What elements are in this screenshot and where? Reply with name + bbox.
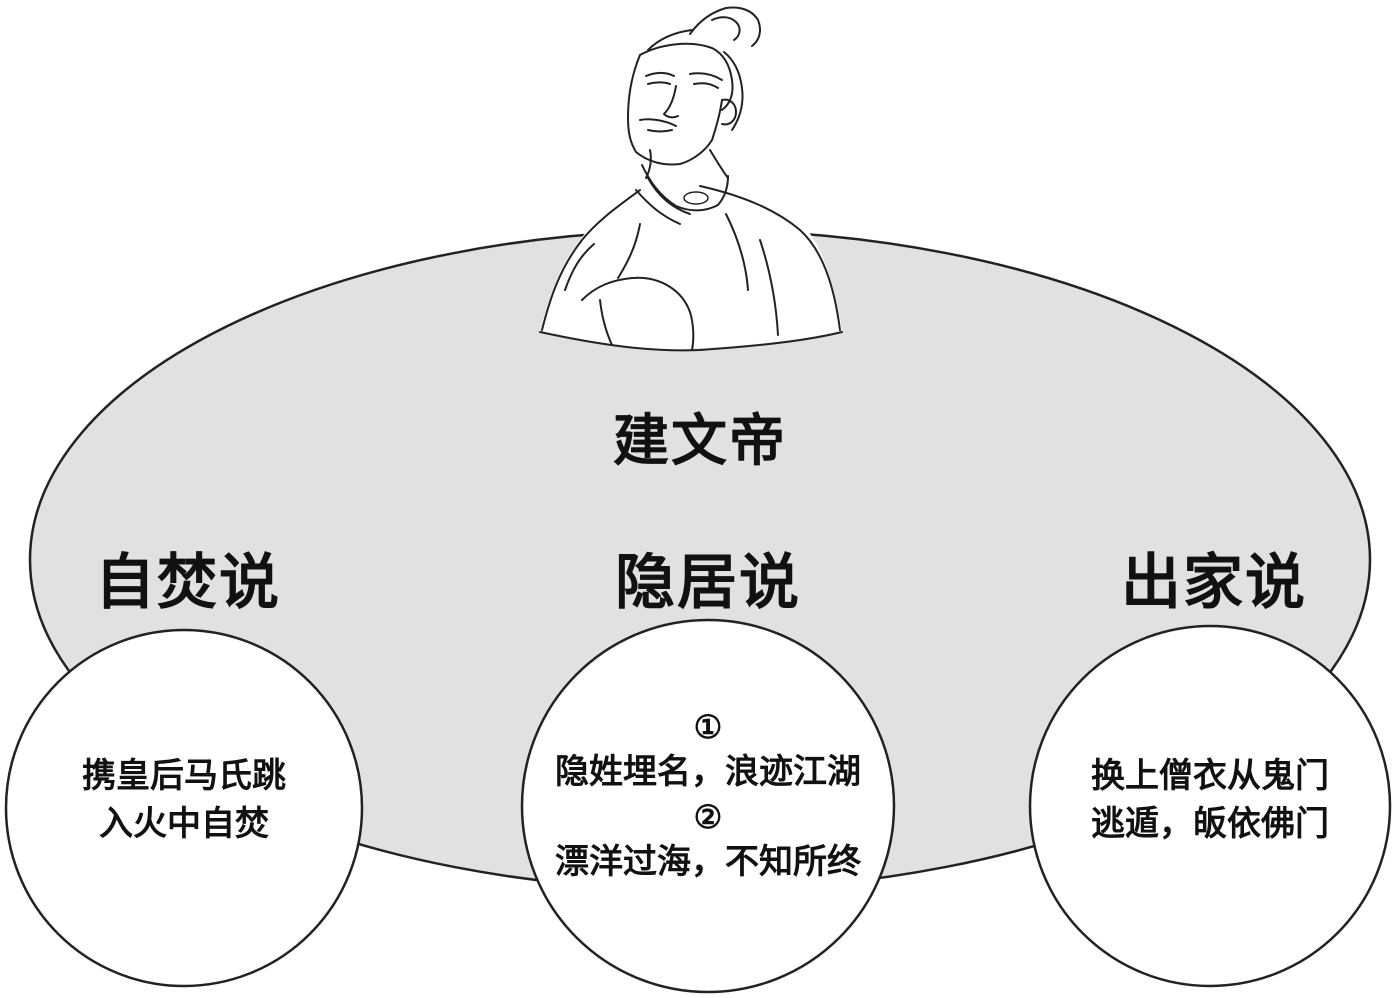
item-marker-2: ② xyxy=(693,798,723,836)
item-marker-1: ① xyxy=(693,708,723,746)
theory-heading-seclusion: 隐居说 xyxy=(615,548,801,618)
self-immolation-circle xyxy=(4,628,364,988)
emperor-portrait-illustration xyxy=(539,6,843,352)
seclusion-description: ① 隐姓埋名，浪迹江湖 ② 漂洋过海，不知所终 xyxy=(528,706,888,886)
monk-circle xyxy=(1028,624,1392,988)
description-line: 逃遁，皈依佛门 xyxy=(1091,804,1329,844)
seclusion-circle xyxy=(520,618,896,994)
theory-heading-monk: 出家说 xyxy=(1121,548,1307,618)
theory-heading-self-immolation: 自焚说 xyxy=(95,548,281,618)
monk-description: 换上僧衣从鬼门 逃遁，皈依佛门 xyxy=(1050,752,1370,848)
self-immolation-description: 携皇后马氏跳 入火中自焚 xyxy=(34,752,334,848)
description-line: 漂洋过海，不知所终 xyxy=(555,842,861,882)
description-line: 换上僧衣从鬼门 xyxy=(1091,756,1329,796)
description-line: 携皇后马氏跳 xyxy=(82,756,286,796)
description-line: 入火中自焚 xyxy=(99,804,269,844)
diagram-title: 建文帝 xyxy=(613,408,787,474)
description-line: 隐姓埋名，浪迹江湖 xyxy=(555,752,861,792)
